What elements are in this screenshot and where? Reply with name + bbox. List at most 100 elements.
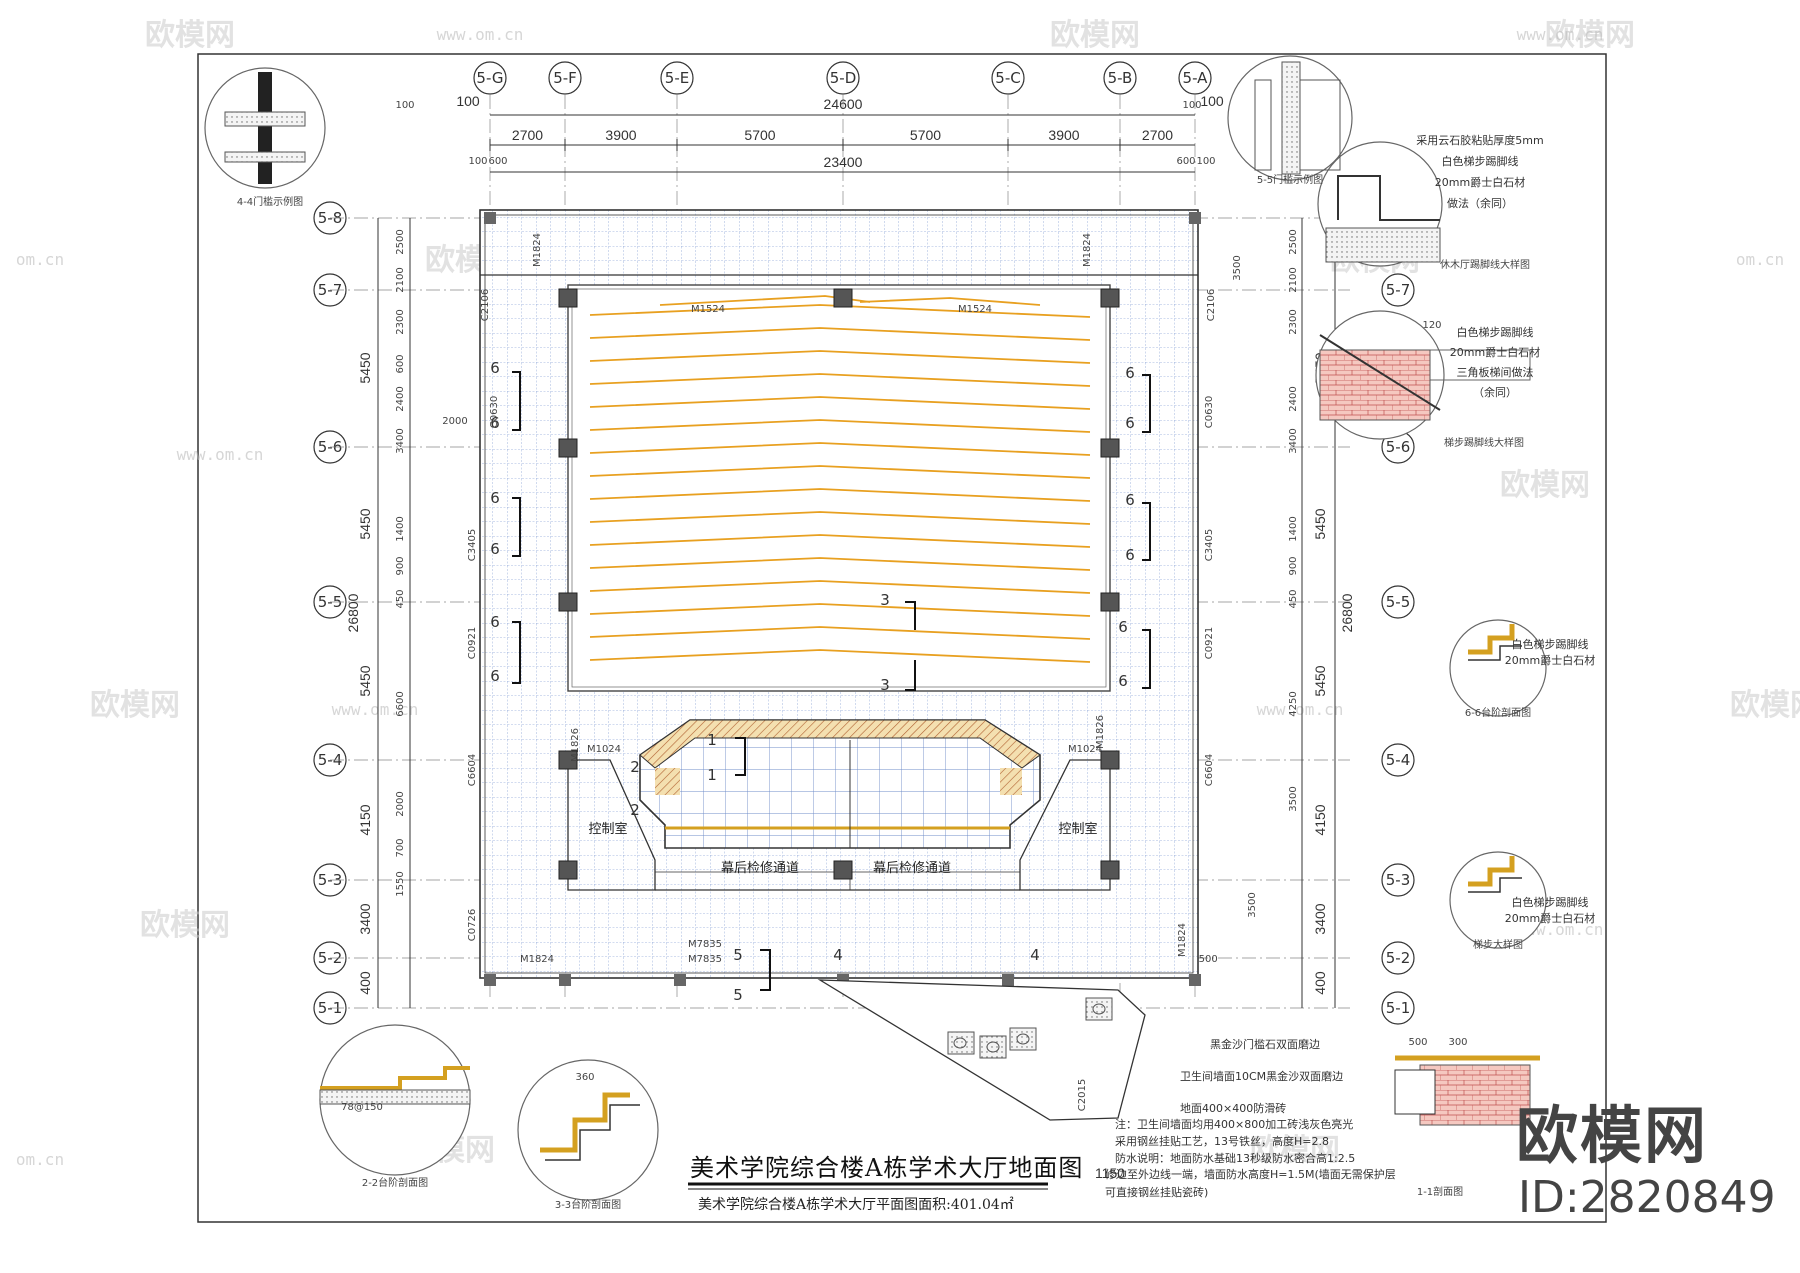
watermark-brand-text: 欧模网 (1250, 1133, 1340, 1168)
section-bracket (1142, 629, 1151, 689)
column-square (558, 592, 578, 612)
section-mark-label: 6 (1125, 364, 1135, 382)
dim-top-segment: 3900 (605, 127, 636, 143)
dim-top-segment: 5700 (910, 127, 941, 143)
watermark-url-text: om.cn (16, 250, 64, 269)
column-square-small (484, 212, 496, 224)
section-mark-label: 6 (1125, 546, 1135, 564)
window-label: C0921 (1204, 627, 1215, 659)
detail-dim-step: 120 (1422, 320, 1441, 331)
dim-top-segment: 2700 (1142, 127, 1173, 143)
column-square-small (1189, 974, 1201, 986)
watermark-url-text: www.om.cn (1257, 700, 1344, 719)
section-bracket (1142, 374, 1151, 433)
window-label: C3405 (1204, 529, 1215, 561)
dim-left-inner: 2400 (395, 386, 406, 411)
section-mark-label: 3 (880, 676, 890, 694)
dim-left-outer: 3400 (357, 903, 373, 934)
column-bubble (1103, 61, 1137, 95)
dim-inner-right: 100 (1196, 156, 1215, 167)
window-label: C0921 (467, 627, 478, 659)
note-line: 黑金沙门槛石双面磨边 (1210, 1037, 1320, 1051)
door-label: M1824 (1082, 233, 1093, 267)
seating-step-line (589, 327, 1091, 341)
column-square (1100, 438, 1120, 458)
dim-right-inner: 2100 (1288, 267, 1299, 292)
watermark-url-text: www.om.cn (177, 445, 264, 464)
section-bracket (512, 621, 521, 684)
detail-dim-1-1: 500 (1408, 1037, 1427, 1048)
section-mark-label: 4 (1030, 946, 1040, 964)
dim-right-inner: 3500 (1288, 786, 1299, 811)
watermark-url-text: www.om.cn (1517, 25, 1604, 44)
dim-left-outer: 4150 (357, 804, 373, 835)
window-label: C0630 (1204, 396, 1215, 428)
column-square (558, 860, 578, 880)
door-label: M1524 (958, 304, 992, 315)
window-label: C2106 (1206, 289, 1217, 321)
detail-caption-3-3: 3-3台阶剖面图 (555, 1198, 621, 1211)
column-bubble (1178, 61, 1212, 95)
dim-right-inner: 1400 (1288, 516, 1299, 541)
dim-misc: 1500 (1192, 954, 1217, 965)
seating-step-line (589, 373, 1091, 387)
column-label-5-E: 5-E (665, 69, 689, 87)
column-square (1100, 592, 1120, 612)
dim-inner-total: 23400 (824, 154, 863, 170)
note-line: 卫生间墙面10CM黑金沙双面磨边 (1180, 1069, 1343, 1083)
watermark-url-text: om.cn (16, 1150, 64, 1169)
dim-right-inner: 2400 (1288, 386, 1299, 411)
seating-step-line (589, 488, 1091, 502)
seating-step-line (659, 295, 871, 306)
column-bubble (826, 61, 860, 95)
detail-note-6-6: 白色梯步踢脚线 (1512, 637, 1589, 651)
seating-step-lines (589, 295, 1091, 663)
seating-step-line (589, 304, 1091, 318)
dim-inner-left: 600 (488, 156, 507, 167)
column-square-small (1002, 974, 1014, 986)
column-label-5-F: 5-F (553, 69, 577, 87)
detail-note-step: 白色梯步踢脚线 (1457, 325, 1534, 339)
dim-misc: 2000 (442, 416, 467, 427)
seating-step-line (589, 396, 1091, 410)
detail-dim-3-3: 360 (575, 1072, 594, 1083)
detail-dim-2-2: 78@150 (341, 1102, 383, 1113)
seating-step-line (589, 649, 1091, 663)
dim-left-outer: 5450 (357, 508, 373, 539)
note-line: 修边至外边线一端，墙面防水高度H=1.5M(墙面无需保护层 (1105, 1167, 1396, 1181)
column-square (558, 750, 578, 770)
seating-step-line (589, 603, 1091, 617)
dim-left-outer: 5450 (357, 665, 373, 696)
window-label: C6604 (1204, 754, 1215, 786)
section-mark-label: 1 (707, 731, 717, 749)
section-mark-label: 4 (833, 946, 843, 964)
dim-left-inner: 2300 (395, 309, 406, 334)
detail-caption-step-detail: 梯步大样图 (1473, 938, 1523, 951)
column-bubble (548, 61, 582, 95)
door-label: M7835 (688, 954, 722, 965)
column-square (833, 288, 853, 308)
dim-right-outer: 3400 (1312, 903, 1328, 934)
watermark-id: ID:2820849 (1518, 1172, 1776, 1223)
dim-left-outer: 5450 (357, 352, 373, 383)
detail-note-stair: 做法（余同） (1447, 196, 1513, 210)
window-label: C0630 (489, 396, 500, 428)
section-mark-label: 6 (490, 540, 500, 558)
door-label: M1024 (587, 744, 621, 755)
column-square-small (559, 974, 571, 986)
row-label-5-5: 5-5 (1386, 593, 1411, 611)
column-square-small (1189, 212, 1201, 224)
detail-caption-stair: 休木厅踢脚线大样图 (1440, 258, 1530, 271)
seating-step-line (589, 350, 1091, 364)
watermark-brand-text: 欧模网 (1545, 18, 1635, 53)
dim-right-inner: 2500 (1288, 229, 1299, 254)
watermark-url-text: om.cn (1736, 250, 1784, 269)
column-label-5-G: 5-G (476, 69, 503, 87)
detail-caption-2-2: 2-2台阶剖面图 (362, 1176, 428, 1189)
section-mark-label: 5 (733, 986, 743, 1004)
dim-right-outer: 400 (1312, 971, 1328, 995)
row-label-5-6: 5-6 (1386, 438, 1411, 456)
